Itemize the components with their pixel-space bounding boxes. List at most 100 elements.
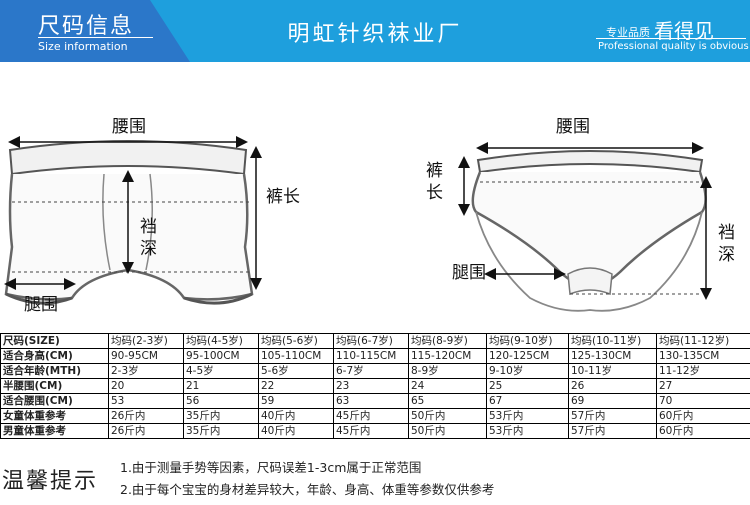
table-cell: 11-12岁 (656, 363, 750, 379)
tip-note: 2.由于每个宝宝的身材差异较大，年龄、身高、体重等参数仅供参考 (120, 482, 495, 497)
table-cell: 2-3岁 (108, 363, 184, 379)
brief-crotch-label-1: 裆 (718, 223, 735, 243)
brief-length-label-2: 长 (426, 183, 443, 203)
tips-title: 温馨提示 (2, 469, 99, 494)
size-info-title: 尺码信息 (38, 14, 135, 39)
boxer-illustration (4, 136, 262, 305)
slogan-rule (596, 38, 746, 39)
title-underline (38, 37, 153, 38)
size-col-header: 均码(10-11岁) (568, 333, 657, 349)
table-cell: 56 (183, 393, 259, 409)
row-label: 适合年龄(MTH) (0, 363, 109, 379)
table-cell: 25 (486, 378, 569, 394)
table-cell: 63 (333, 393, 409, 409)
table-cell: 24 (408, 378, 487, 394)
boxer-leg-label: 腿围 (24, 295, 58, 315)
table-cell: 120-125CM (486, 348, 569, 364)
table-cell: 40斤内 (258, 408, 334, 424)
boxer-crotch-label-2: 深 (140, 239, 157, 259)
size-col-header: 均码(2-3岁) (108, 333, 184, 349)
table-cell: 110-115CM (333, 348, 409, 364)
table-cell: 125-130CM (568, 348, 657, 364)
table-cell: 26斤内 (108, 423, 184, 439)
table-cell: 45斤内 (333, 423, 409, 439)
table-cell: 6-7岁 (333, 363, 409, 379)
table-cell: 50斤内 (408, 408, 487, 424)
brief-illustration (458, 142, 712, 312)
row-label: 男童体重参考 (0, 423, 109, 439)
brief-leg-label: 腿围 (452, 263, 486, 283)
boxer-crotch-label-1: 裆 (140, 217, 157, 237)
brief-crotch-label-2: 深 (718, 245, 735, 265)
tip-note: 1.由于测量手势等因素，尺码误差1-3cm属于正常范围 (120, 460, 422, 475)
brief-diagram: 腰围 裤 长 裆 深 腿围 (380, 62, 750, 332)
header-title-block (0, 0, 190, 62)
header-banner: 尺码信息 Size information 明虹针织袜业厂 专业品质 看得见 P… (0, 0, 750, 62)
slogan-small: 专业品质 (606, 26, 650, 39)
table-cell: 69 (568, 393, 657, 409)
row-label: 适合身高(CM) (0, 348, 109, 364)
row-label: 女童体重参考 (0, 408, 109, 424)
table-cell: 60斤内 (656, 408, 750, 424)
brief-waist-label: 腰围 (556, 117, 590, 137)
row-label: 半腰围(CM) (0, 378, 109, 394)
table-cell: 57斤内 (568, 408, 657, 424)
table-cell: 67 (486, 393, 569, 409)
brief-length-label-1: 裤 (426, 161, 443, 181)
slogan-big: 看得见 (654, 19, 714, 43)
table-cell: 26斤内 (108, 408, 184, 424)
table-cell: 130-135CM (656, 348, 750, 364)
table-cell: 53斤内 (486, 423, 569, 439)
table-cell: 65 (408, 393, 487, 409)
table-cell: 50斤内 (408, 423, 487, 439)
table-cell: 105-110CM (258, 348, 334, 364)
table-cell: 10-11岁 (568, 363, 657, 379)
table-cell: 9-10岁 (486, 363, 569, 379)
row-label: 适合腰围(CM) (0, 393, 109, 409)
table-cell: 27 (656, 378, 750, 394)
table-cell: 4-5岁 (183, 363, 259, 379)
boxer-diagram: 腰围 裤长 裆 深 腿围 (0, 62, 370, 332)
size-col-header: 均码(5-6岁) (258, 333, 334, 349)
table-cell: 21 (183, 378, 259, 394)
table-cell: 115-120CM (408, 348, 487, 364)
table-cell: 53 (108, 393, 184, 409)
size-info-subtitle: Size information (38, 40, 128, 53)
tips-notes: 1.由于测量手势等因素，尺码误差1-3cm属于正常范围 2.由于每个宝宝的身材差… (120, 457, 494, 501)
table-cell: 20 (108, 378, 184, 394)
table-cell: 23 (333, 378, 409, 394)
company-name: 明虹针织袜业厂 (287, 22, 463, 47)
table-cell: 40斤内 (258, 423, 334, 439)
table-cell: 90-95CM (108, 348, 184, 364)
size-col-header: 均码(8-9岁) (408, 333, 487, 349)
table-header-row: 尺码(SIZE) 均码(2-3岁) 均码(4-5岁) 均码(5-6岁) 均码(6… (0, 333, 750, 349)
table-cell: 95-100CM (183, 348, 259, 364)
table-cell: 70 (656, 393, 750, 409)
table-cell: 45斤内 (333, 408, 409, 424)
size-col-header: 均码(9-10岁) (486, 333, 569, 349)
size-col-header: 均码(11-12岁) (656, 333, 750, 349)
boxer-length-label: 裤长 (266, 187, 300, 207)
table-cell: 35斤内 (183, 423, 259, 439)
table-cell: 22 (258, 378, 334, 394)
boxer-waist-label: 腰围 (112, 117, 146, 137)
table-cell: 57斤内 (568, 423, 657, 439)
size-col-header: 均码(6-7岁) (333, 333, 409, 349)
size-table: 尺码(SIZE) 均码(2-3岁) 均码(4-5岁) 均码(5-6岁) 均码(6… (0, 333, 750, 439)
table-cell: 59 (258, 393, 334, 409)
table-cell: 60斤内 (656, 423, 750, 439)
table-cell: 26 (568, 378, 657, 394)
table-cell: 53斤内 (486, 408, 569, 424)
table-cell: 5-6岁 (258, 363, 334, 379)
table-cell: 8-9岁 (408, 363, 487, 379)
size-header-label: 尺码(SIZE) (0, 333, 109, 349)
slogan-english: Professional quality is obvious (598, 41, 749, 52)
table-cell: 35斤内 (183, 408, 259, 424)
size-col-header: 均码(4-5岁) (183, 333, 259, 349)
